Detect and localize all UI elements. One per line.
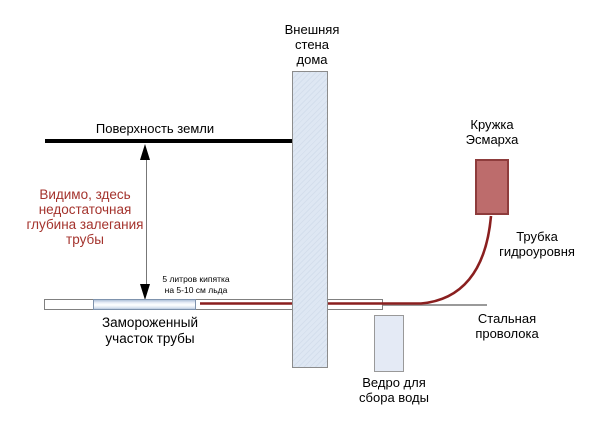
- ground-surface-line: [45, 139, 297, 143]
- hydrolevel-tube-label: Трубка гидроуровня: [499, 229, 575, 259]
- steel-wire-label: Стальная проволока: [475, 311, 539, 341]
- frozen-pipe-section: [93, 299, 196, 310]
- depth-arrow-shaft: [145, 150, 147, 288]
- esmarch-mug-label: Кружка Эсмарха: [465, 117, 519, 147]
- water-bucket: [374, 315, 404, 372]
- hydrolevel-tube-path: [200, 215, 493, 305]
- esmarch-mug: [475, 159, 509, 215]
- house-wall-label: Внешняя стена дома: [284, 22, 340, 67]
- depth-note-label: Видимо, здесь недостаточная глубина зале…: [26, 187, 144, 247]
- steel-wire-line: [383, 304, 487, 306]
- ground-surface-label: Поверхность земли: [95, 121, 215, 136]
- water-bucket-label: Ведро для сбора воды: [359, 375, 429, 405]
- boiling-water-note-label: 5 литров кипятка на 5-10 см льда: [162, 274, 230, 295]
- depth-arrow-down-icon: [140, 284, 150, 300]
- frozen-section-label: Замороженный участок трубы: [101, 315, 199, 346]
- depth-arrow-up-icon: [140, 144, 150, 160]
- house-wall: [292, 71, 328, 368]
